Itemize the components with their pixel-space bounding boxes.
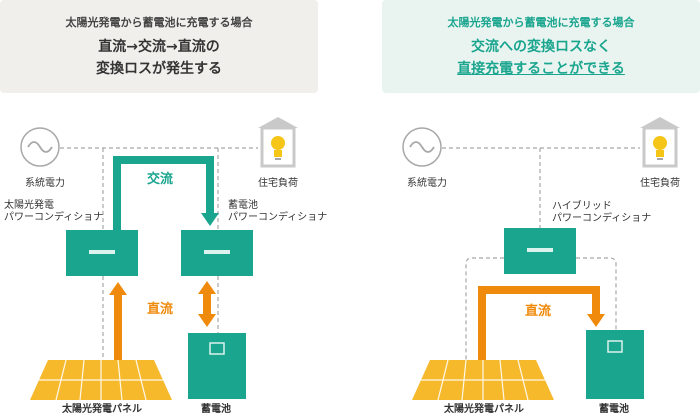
- right-grid-label: 系統電力: [407, 178, 447, 189]
- left-header-line2: 変換ロスが発生する: [96, 61, 222, 77]
- right-house-bulb-icon: [640, 117, 680, 168]
- left-battery-icon: [188, 333, 246, 399]
- right-header-line1: 交流への変換ロスなく: [471, 39, 611, 55]
- left-header-line1: 直流→交流→直流の: [98, 39, 220, 55]
- right-header-title: 交流への変換ロスなく 直接充電することができる: [382, 36, 700, 80]
- right-solar-panel-icon: [412, 359, 554, 401]
- left-header: 太陽光発電から蓄電池に充電する場合 直流→交流→直流の 変換ロスが発生する: [0, 0, 318, 93]
- left-battery-pcs-box: [181, 230, 253, 276]
- right-hybrid-label-2: パワーコンディショナ: [552, 213, 652, 224]
- right-ac-wave-icon: [402, 127, 442, 167]
- left-solar-panel-icon: [30, 359, 172, 401]
- left-pv-pcs-label-1: 太陽光発電: [4, 200, 54, 211]
- left-pv-pcs-label: 太陽光発電 パワーコンディショナ: [4, 200, 103, 224]
- right-header: 太陽光発電から蓄電池に充電する場合 交流への変換ロスなく 直接充電することができ…: [382, 0, 700, 93]
- right-hybrid-pcs-box: [504, 228, 576, 274]
- left-ac-wave-icon: [20, 127, 60, 167]
- left-load-label: 住宅負荷: [258, 178, 298, 189]
- left-house-bulb-icon: [258, 117, 298, 168]
- right-battery-icon: [586, 330, 644, 399]
- left-ac-flow-arrow: [113, 156, 219, 230]
- left-diagram-graphics: [20, 117, 298, 401]
- left-dc-flow-label: 直流: [147, 302, 174, 317]
- right-load-label: 住宅負荷: [640, 178, 680, 189]
- left-bat-pcs-label: 蓄電池 パワーコンディショナ: [228, 200, 327, 224]
- left-dc-arrow-double: [198, 281, 216, 327]
- left-grid-label: 系統電力: [25, 178, 65, 189]
- right-header-line2: 直接充電することができる: [457, 61, 625, 77]
- right-diagram: 太陽光発電から蓄電池に充電する場合 交流への変換ロスなく 直接充電することができ…: [382, 0, 700, 417]
- left-diagram: 太陽光発電から蓄電池に充電する場合 直流→交流→直流の 変換ロスが発生する: [0, 0, 327, 417]
- right-diagram-graphics: [402, 117, 680, 401]
- right-panel-label: 太陽光発電パネル: [444, 404, 524, 415]
- left-battery-label: 蓄電池: [201, 404, 231, 415]
- left-header-subtitle: 太陽光発電から蓄電池に充電する場合: [65, 16, 253, 29]
- left-wiring: [60, 147, 258, 365]
- right-dc-flow-arrow: [478, 286, 605, 365]
- left-pv-pcs-label-2: パワーコンディショナ: [4, 212, 104, 223]
- left-bat-pcs-label-2: パワーコンディショナ: [228, 212, 328, 223]
- right-hybrid-label: ハイブリッド パワーコンディショナ: [552, 201, 651, 225]
- right-dc-flow-label: 直流: [525, 304, 552, 319]
- left-pv-pcs-box: [66, 230, 138, 276]
- left-dc-arrow-up: [109, 282, 127, 362]
- right-wiring: [442, 147, 640, 368]
- right-hybrid-label-1: ハイブリッド: [552, 201, 612, 212]
- left-panel-label: 太陽光発電パネル: [62, 404, 142, 415]
- right-battery-label: 蓄電池: [599, 404, 629, 415]
- left-bat-pcs-label-1: 蓄電池: [228, 200, 258, 211]
- left-header-title: 直流→交流→直流の 変換ロスが発生する: [0, 36, 318, 80]
- left-ac-flow-label: 交流: [147, 172, 174, 187]
- right-header-subtitle: 太陽光発電から蓄電池に充電する場合: [447, 16, 635, 29]
